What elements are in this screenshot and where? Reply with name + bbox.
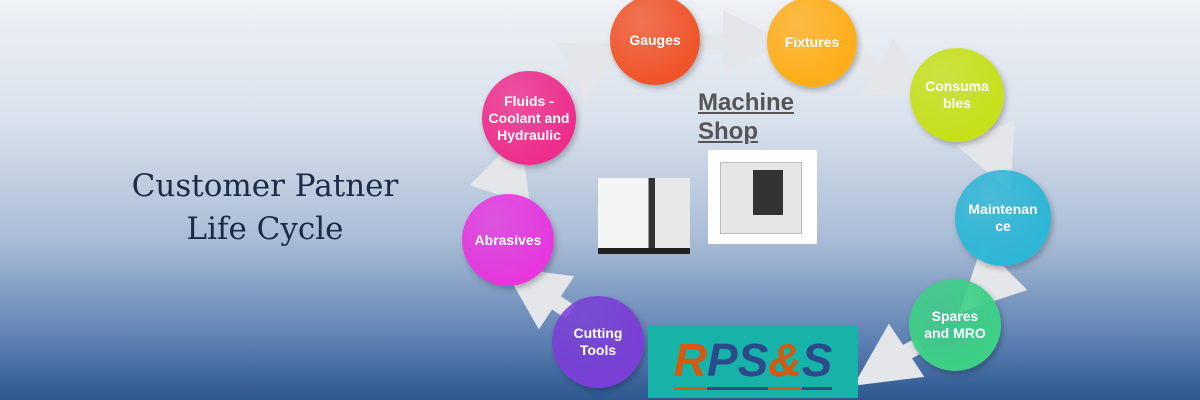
page-title: Customer Patner Life Cycle [60, 165, 470, 251]
cycle-node-spares: Spares and MRO [909, 279, 1001, 371]
title-line-1: Customer Patner [131, 168, 399, 204]
cycle-node-maintenance: Maintenan ce [955, 170, 1051, 266]
logo-letter: & [768, 333, 802, 390]
logo-letter: P [706, 333, 738, 390]
machine-image-2 [708, 150, 817, 244]
cycle-node-gauges: Gauges [610, 0, 700, 85]
arrow [503, 267, 575, 330]
logo-letter: R [673, 333, 707, 390]
machine-shop-label: Machine Shop [698, 89, 795, 145]
cycle-node-fluids: Fluids - Coolant and Hydraulic [482, 71, 576, 165]
arrow [469, 134, 531, 206]
machine-image-1 [598, 178, 690, 254]
logo-letter: S [737, 333, 769, 390]
cycle-node-fixtures: Fixtures [767, 0, 857, 87]
arrow [955, 119, 1015, 192]
cycle-node-abrasives: Abrasives [462, 194, 554, 286]
rpss-logo: R P S & S [648, 325, 858, 398]
cycle-node-cutting-tools: Cutting Tools [552, 296, 644, 388]
logo-letter: S [801, 333, 833, 390]
arrow [849, 38, 933, 99]
title-line-2: Life Cycle [186, 211, 344, 247]
arrow [959, 244, 1028, 313]
arrow [853, 323, 925, 386]
cycle-node-consumables: Consuma bles [910, 48, 1004, 142]
